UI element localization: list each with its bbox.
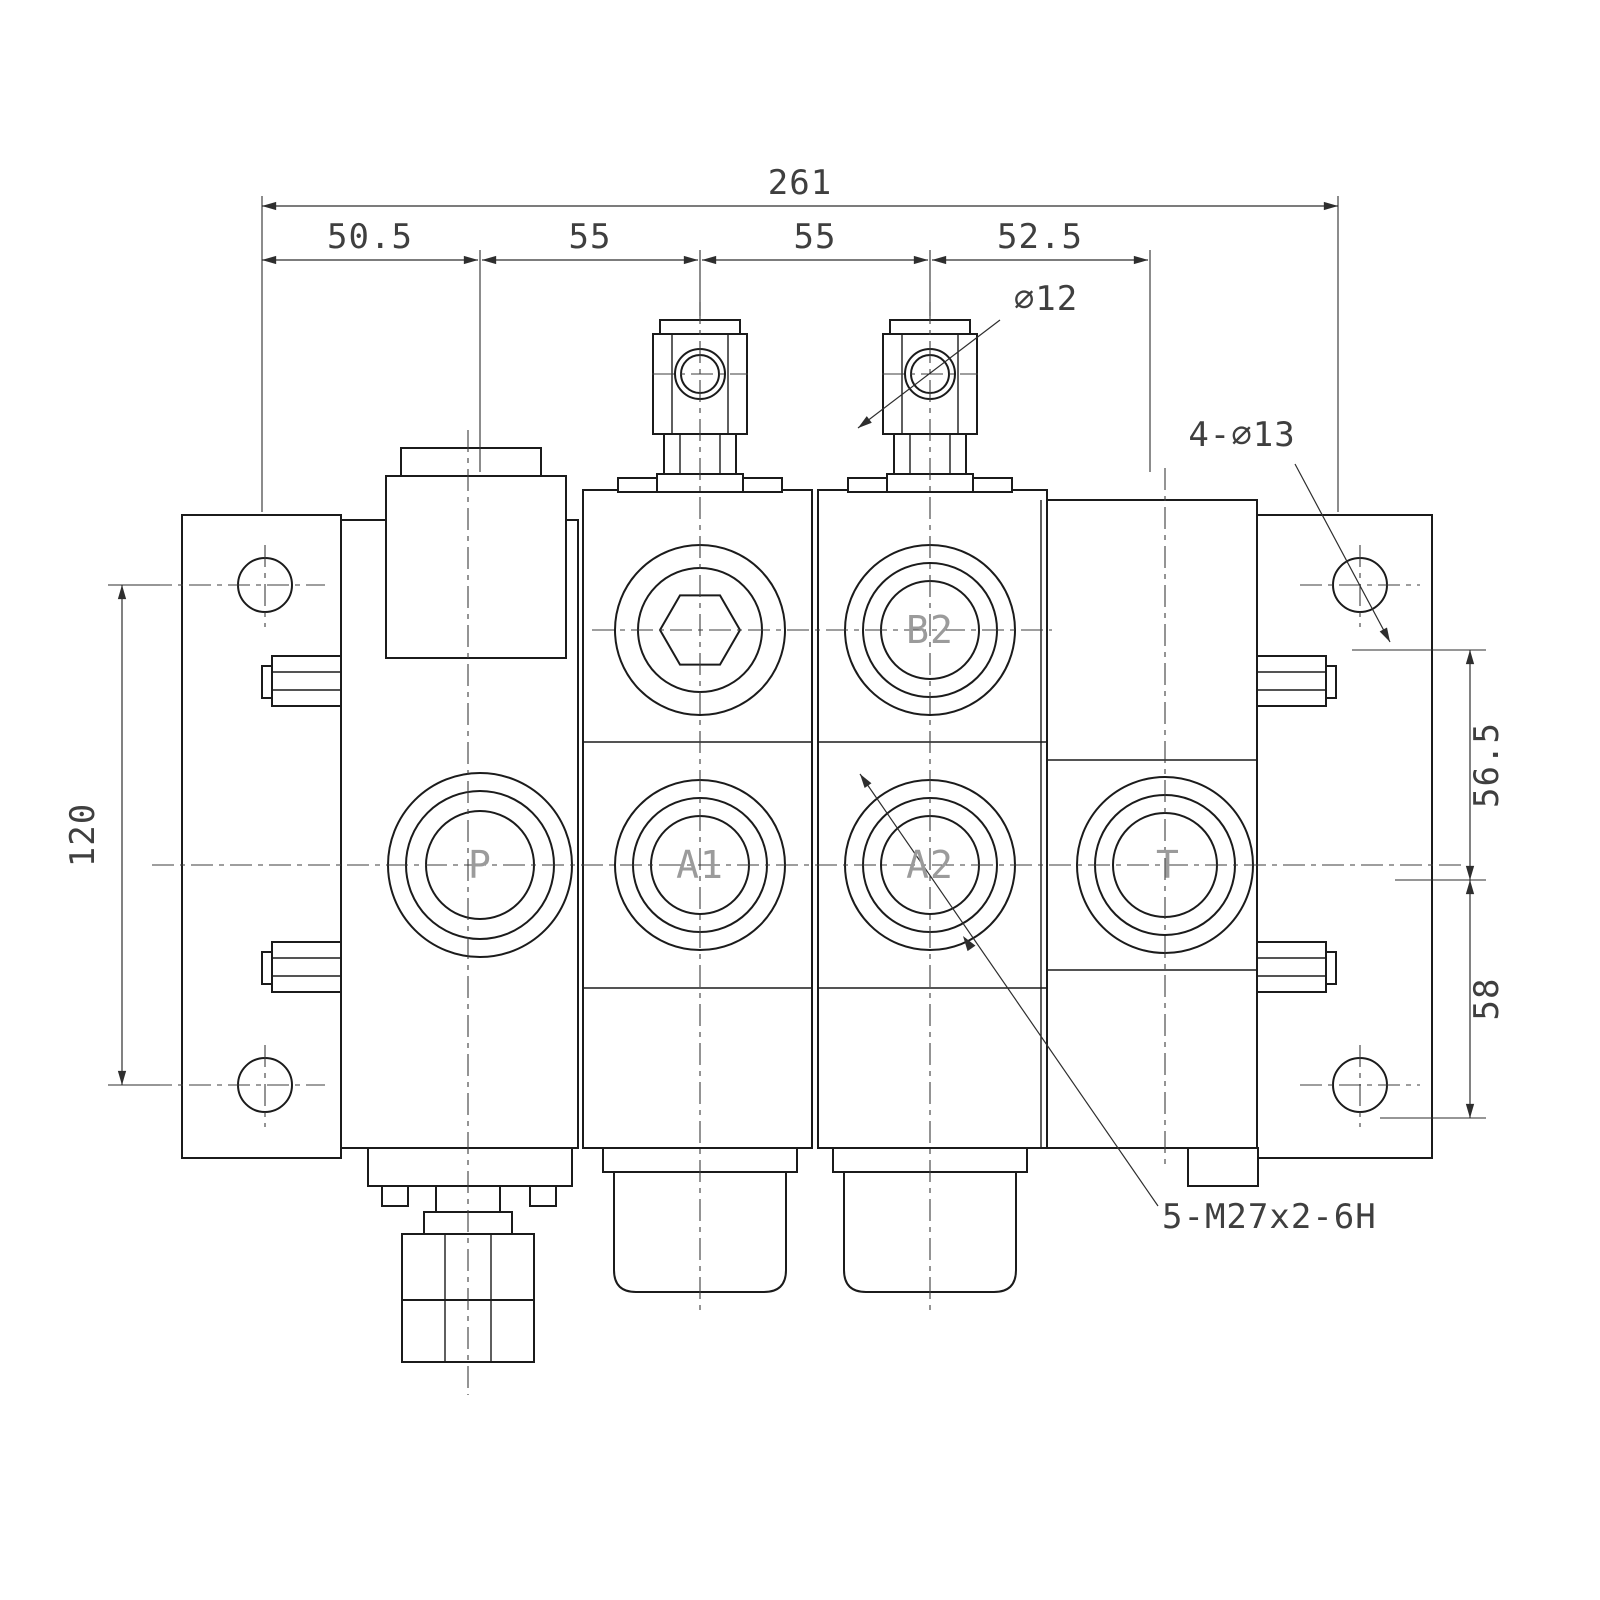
dimension-segments (261, 250, 1151, 472)
inlet-section (340, 447, 579, 1149)
tie-rod-nut-upper-right (1256, 655, 1337, 707)
port-a1-label: A1 (676, 843, 724, 887)
dim-seg3-label: 55 (794, 217, 837, 257)
dim-seg2-label: 55 (569, 217, 612, 257)
relief-adjust-screw (367, 1147, 573, 1363)
dim-seg4-label: 52.5 (997, 217, 1083, 257)
tie-rod-nut-lower-right (1256, 941, 1337, 993)
dimension-right-side (1352, 649, 1486, 1119)
dim-right-lower-label: 58 (1467, 978, 1507, 1021)
centerlines (150, 302, 1462, 1395)
valve-section-2 (817, 489, 1048, 1149)
port-b2-label: B2 (906, 608, 954, 652)
callout-leaders (857, 319, 1391, 1207)
dim-seg1-label: 50.5 (327, 217, 413, 257)
dimension-flange-hole-spacing (108, 584, 160, 1086)
callout-mounting-holes-label: 4-∅13 (1188, 415, 1295, 455)
tie-rod-nut-upper-left (261, 655, 342, 707)
tie-rod-nut-lower-left (261, 941, 342, 993)
dim-right-upper-label: 56.5 (1467, 722, 1507, 808)
dim-flange-spacing-label: 120 (63, 803, 103, 867)
dimension-overall (261, 196, 1339, 512)
port-a2-label: A2 (906, 843, 954, 887)
mounting-flange-left (181, 514, 342, 1159)
callout-port-thread-label: 5-M27x2-6H (1162, 1197, 1377, 1237)
port-t-label: T (1156, 843, 1180, 887)
mounting-flange-right (1256, 514, 1433, 1159)
leader-mid-arrow (963, 936, 976, 952)
port-p-label: P (468, 843, 492, 887)
labels: 261 50.5 55 55 52.5 120 56.5 58 ∅12 4-∅1… (63, 163, 1507, 1237)
callout-pin-hole-label: ∅12 (1014, 279, 1078, 319)
valve-section-1 (582, 489, 813, 1149)
outlet-section (1046, 499, 1259, 1187)
dim-overall-label: 261 (768, 163, 832, 203)
